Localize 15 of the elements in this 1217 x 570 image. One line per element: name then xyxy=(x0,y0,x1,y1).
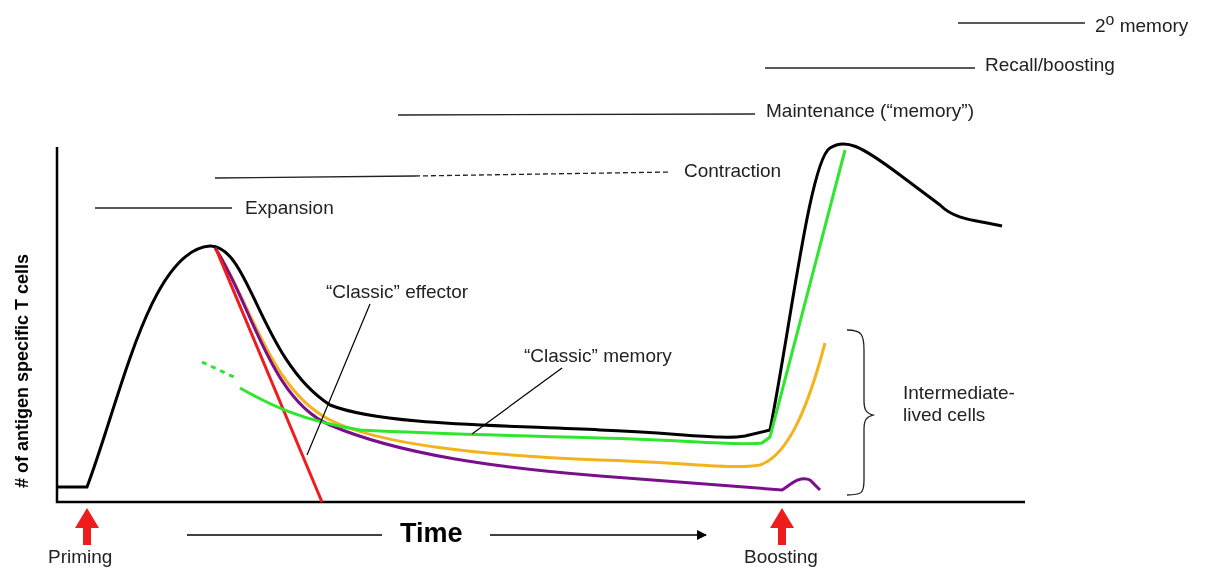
bracket-label: Intermediate-lived cells xyxy=(903,382,1016,426)
curve-label: “Classic” effector xyxy=(326,281,469,303)
phase-label: Maintenance (“memory”) xyxy=(766,100,974,122)
phase-label: Expansion xyxy=(245,197,334,219)
response-curve xyxy=(214,248,324,503)
leader-line xyxy=(471,367,563,435)
phase-label: Contraction xyxy=(684,160,782,182)
axis-title: # of antigen specific T cells xyxy=(12,253,33,488)
phase-label: 2$^{o}$ memory xyxy=(1095,11,1189,38)
response-curve xyxy=(239,149,847,446)
phase-label: Recall/boosting xyxy=(985,54,1115,76)
axis-title: Time xyxy=(400,518,463,550)
event-label: Boosting xyxy=(744,546,818,568)
curve-label: “Classic” memory xyxy=(524,345,672,367)
event-label: Priming xyxy=(48,546,113,568)
